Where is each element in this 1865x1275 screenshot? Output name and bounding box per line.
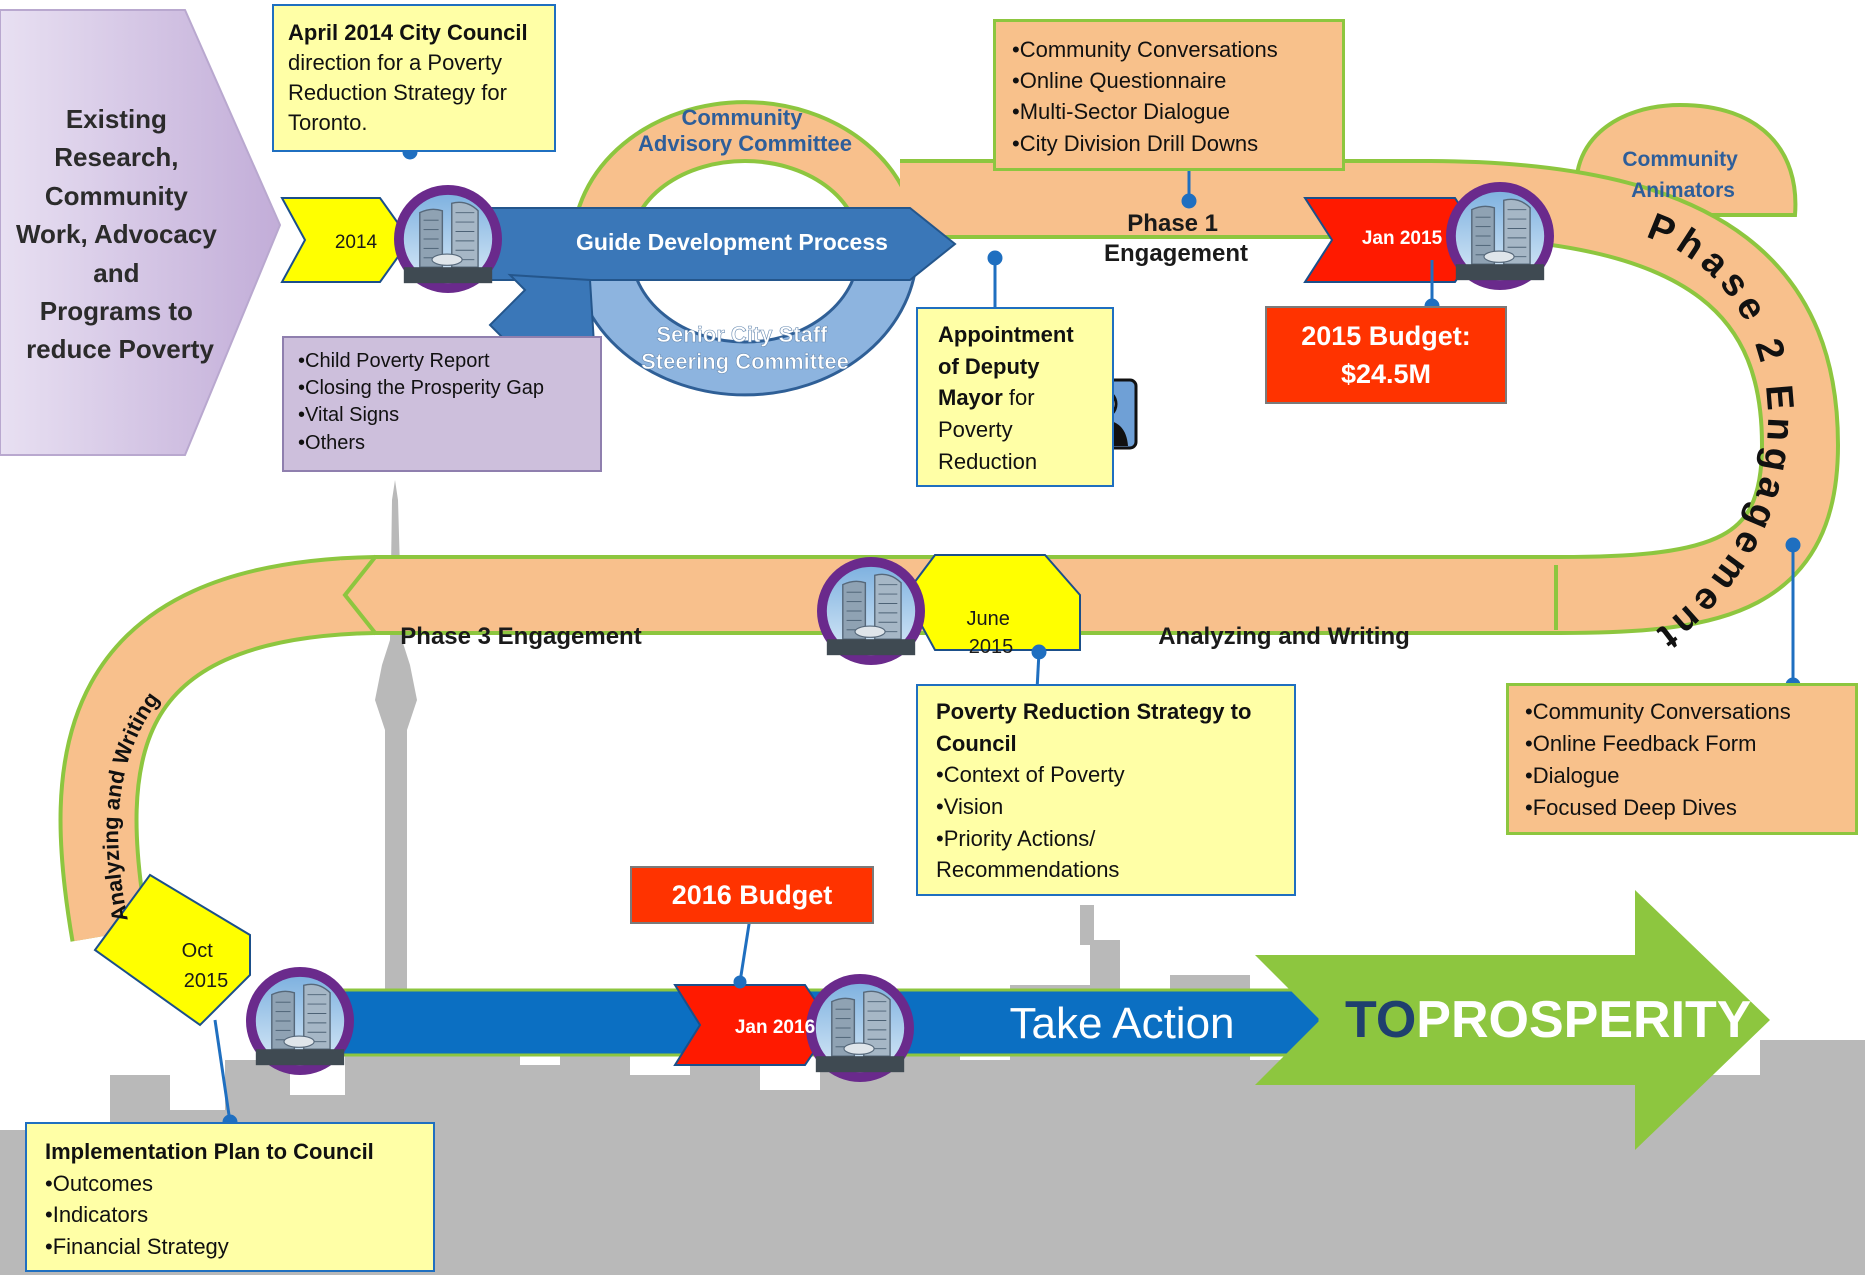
list-item: Online Questionnaire [1012,65,1326,96]
phase1-label: Phase 1 Engagement [1104,210,1248,267]
reports-box: Child Poverty Report Closing the Prosper… [282,336,602,472]
milestone-jan-2015-label: Jan 2015 [1362,228,1443,249]
list-item: Vision [936,791,1276,823]
phase3-label: Phase 3 Engagement [400,623,641,650]
list-item: Vital Signs [298,402,586,429]
implementation-plan-box: Implementation Plan to Council Outcomes … [25,1122,435,1272]
budget-2015-box: 2015 Budget: $24.5M [1265,306,1507,404]
milestone-2014 [280,197,412,283]
list-item: Others [298,430,586,457]
senior-staff-label: Senior City Staff Steering Committee [641,322,849,374]
list-item: Indicators [45,1199,415,1231]
city-hall-icon [246,967,354,1075]
budget-2016-box: 2016 Budget [630,866,874,924]
existing-work-text: Existing Research, Community Work, Advoc… [16,104,224,364]
list-item: City Division Drill Downs [1012,128,1326,159]
deputy-mayor-box: Appointment of Deputy Mayor for Poverty … [916,307,1114,487]
milestone-jan-2016-label: Jan 2016 [735,1017,815,1038]
milestone-oct-2015-label: Oct 2015 [182,940,229,992]
milestone-jan-2015 [1303,197,1484,283]
existing-work-chevron [0,9,282,456]
city-hall-icon [806,974,914,1082]
phase2-activities-box: Community Conversations Online Feedback … [1506,683,1858,835]
milestone-june-2015-label: June 2015 [967,608,1016,658]
list-item: Multi-Sector Dialogue [1012,96,1326,127]
april-2014-box: April 2014 City Council direction for a … [272,4,556,152]
phase1-activities-box: Community Conversations Online Questionn… [993,19,1345,171]
list-item: Closing the Prosperity Gap [298,375,586,402]
city-hall-icon [817,557,925,665]
list-item: Context of Poverty [936,759,1276,791]
strategy-to-council-box: Poverty Reduction Strategy to Council Co… [916,684,1296,896]
road-surface [62,163,1837,942]
city-hall-icon [394,185,502,293]
prosperity-arrow [1255,890,1770,1150]
community-animators-label: Community Animators [1622,148,1743,202]
guide-development-label: Guide Development Process [576,229,888,255]
list-item: Community Conversations [1012,34,1326,65]
milestone-jan-2016 [673,984,834,1066]
list-item: Priority Actions/ Recommendations [936,823,1276,886]
take-action-label: Take Action [1009,999,1234,1048]
list-item: Online Feedback Form [1525,728,1839,760]
list-item: Community Conversations [1525,696,1839,728]
milestone-oct-2015 [93,873,251,1027]
list-item: Outcomes [45,1168,415,1200]
analyzing-writing-top-label: Analyzing and Writing [1158,623,1410,650]
list-item: Financial Strategy [45,1231,415,1263]
community-advisory-label: Community Advisory Committee [638,105,852,156]
list-item: Child Poverty Report [298,348,586,375]
list-item: Focused Deep Dives [1525,792,1839,824]
milestone-2014-label: 2014 [335,232,378,253]
to-prosperity-title: TOPROSPERITY [1345,991,1751,1049]
city-hall-icon [1446,182,1554,290]
list-item: Dialogue [1525,760,1839,792]
